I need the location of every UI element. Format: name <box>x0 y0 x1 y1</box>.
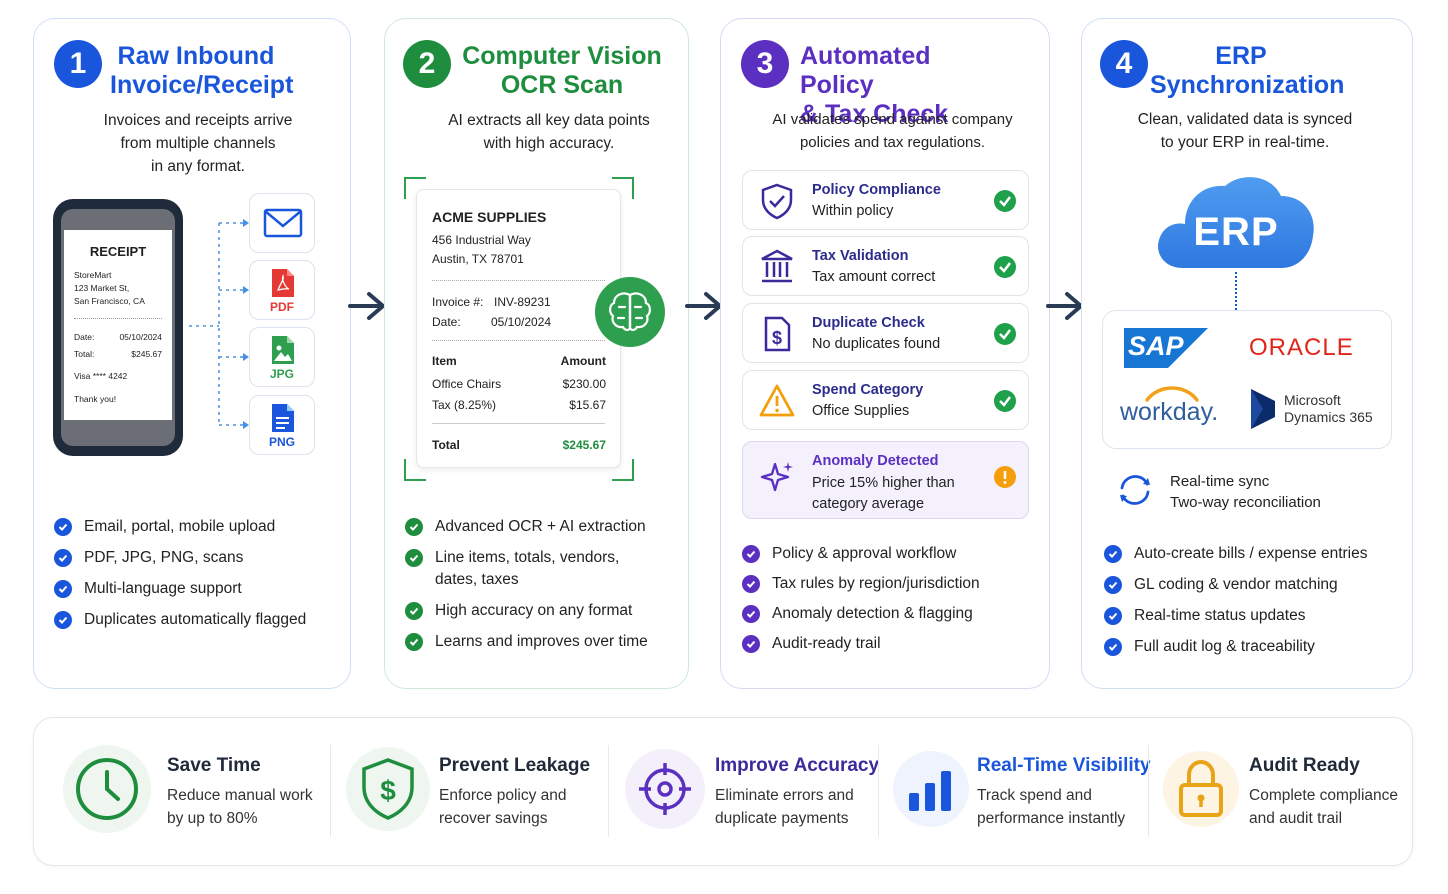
check-circle-icon <box>405 518 423 536</box>
feature-item: Full audit log & traceability <box>1104 636 1367 658</box>
envelope-icon <box>263 208 303 238</box>
check-circle-icon <box>405 602 423 620</box>
check-circle-icon <box>742 575 760 593</box>
step-4-features: Auto-create bills / expense entries GL co… <box>1104 543 1367 667</box>
clock-icon <box>76 758 138 820</box>
workday-logo: workday. <box>1120 398 1219 426</box>
email-source <box>249 193 315 253</box>
check-circle-icon <box>742 635 760 653</box>
check-circle-icon <box>994 190 1016 212</box>
svg-text:$: $ <box>380 775 396 806</box>
check-circle-icon <box>54 611 72 629</box>
check-circle-icon <box>1104 607 1122 625</box>
check-circle-icon <box>54 549 72 567</box>
feature-item: Tax rules by region/jurisdiction <box>742 573 980 595</box>
step-4-description: Clean, validated data is synced to your … <box>1137 111 1353 151</box>
step-3-description: AI validates spend against company polic… <box>772 111 1013 151</box>
feature-item: PDF, JPG, PNG, scans <box>54 547 306 569</box>
feature-item: dates, taxes <box>405 569 648 591</box>
scanned-invoice: ACME SUPPLIES 456 Industrial Way Austin,… <box>416 189 621 468</box>
step-1-number: 1 <box>54 40 102 88</box>
oracle-logo: ORACLE <box>1249 334 1354 361</box>
check-circle-icon <box>994 390 1016 412</box>
pdf-file-icon <box>272 269 294 297</box>
dynamics-icon <box>1251 389 1275 429</box>
step-2-description: AI extracts all key data points with hig… <box>448 112 650 152</box>
feature-item: Anomaly detection & flagging <box>742 603 980 625</box>
png-source: PNG <box>249 395 315 455</box>
feature-item: High accuracy on any format <box>405 600 648 622</box>
dollar-document-icon: $ <box>764 316 791 352</box>
step-2-number: 2 <box>403 40 451 88</box>
step-2-title: Computer Vision OCR Scan <box>462 42 662 99</box>
shield-check-icon <box>761 183 793 220</box>
check-circle-icon <box>405 549 423 567</box>
sparkle-icon <box>760 462 793 492</box>
check-circle-icon <box>994 323 1016 345</box>
check-duplicate: $ Duplicate Check No duplicates found <box>742 303 1029 363</box>
check-circle-icon <box>405 633 423 651</box>
pdf-source: PDF <box>249 260 315 320</box>
step-4-number: 4 <box>1100 40 1148 88</box>
check-circle-icon <box>1104 576 1122 594</box>
feature-item: Real-time status updates <box>1104 605 1367 627</box>
check-circle-icon <box>1104 545 1122 563</box>
arrow-right-icon <box>348 292 385 320</box>
feature-item: Policy & approval workflow <box>742 543 980 565</box>
check-circle-icon <box>742 605 760 623</box>
jpg-source: JPG <box>249 327 315 387</box>
check-circle-icon <box>54 580 72 598</box>
bar-chart-icon <box>909 771 951 811</box>
ai-brain-icon <box>595 277 665 347</box>
feature-item: Line items, totals, vendors, <box>405 547 648 569</box>
feature-item: Learns and improves over time <box>405 631 648 653</box>
alert-circle-icon <box>994 466 1016 488</box>
check-circle-icon <box>1104 638 1122 656</box>
channel-connectors <box>189 219 249 429</box>
step-3-title: Automated Policy & Tax Check <box>800 42 949 128</box>
receipt: RECEIPT StoreMart 123 Market St, San Fra… <box>64 230 172 420</box>
warning-icon <box>759 384 795 417</box>
erp-systems: SAP ORACLE workday. Microsoft Dynamics 3… <box>1102 310 1392 449</box>
step-3-number: 3 <box>741 40 789 88</box>
step-1-description: Invoices and receipts arrive from multip… <box>103 112 293 175</box>
feature-item: Duplicates automatically flagged <box>54 609 306 631</box>
workday-arc <box>1145 386 1199 402</box>
check-circle-icon <box>405 571 423 589</box>
check-policy-compliance: Policy Compliance Within policy <box>742 170 1029 230</box>
sap-logo <box>1124 328 1208 368</box>
erp-label: ERP <box>1193 210 1279 254</box>
feature-item: Advanced OCR + AI extraction <box>405 516 648 538</box>
cloud-connector <box>1235 272 1237 310</box>
feature-item: Email, portal, mobile upload <box>54 516 306 538</box>
feature-item: Multi-language support <box>54 578 306 600</box>
step-1-title: Raw Inbound Invoice/Receipt <box>110 42 294 99</box>
jpg-file-icon <box>272 336 294 364</box>
target-icon <box>639 763 691 815</box>
sync-icon <box>1120 475 1150 505</box>
shield-dollar-icon: $ <box>362 758 414 820</box>
sync-info: Real-time sync Two-way reconciliation <box>1170 473 1321 511</box>
feature-item: Auto-create bills / expense entries <box>1104 543 1367 565</box>
anomaly-alert: Anomaly Detected Price 15% higher than c… <box>742 441 1029 519</box>
check-circle-icon <box>54 518 72 536</box>
dynamics-logo: Microsoft Dynamics 365 <box>1284 392 1373 425</box>
check-spend-category: Spend Category Office Supplies <box>742 370 1029 430</box>
bank-icon <box>761 249 793 283</box>
check-tax-validation: Tax Validation Tax amount correct <box>742 236 1029 296</box>
step-4-title: ERP Synchronization <box>1150 42 1345 99</box>
feature-item: GL coding & vendor matching <box>1104 574 1367 596</box>
lock-icon <box>1179 759 1223 817</box>
svg-text:$: $ <box>772 328 782 348</box>
check-circle-icon <box>994 256 1016 278</box>
cloud-icon <box>1158 177 1314 268</box>
feature-item: Audit-ready trail <box>742 633 980 655</box>
png-file-icon <box>272 404 294 432</box>
check-circle-icon <box>742 545 760 563</box>
